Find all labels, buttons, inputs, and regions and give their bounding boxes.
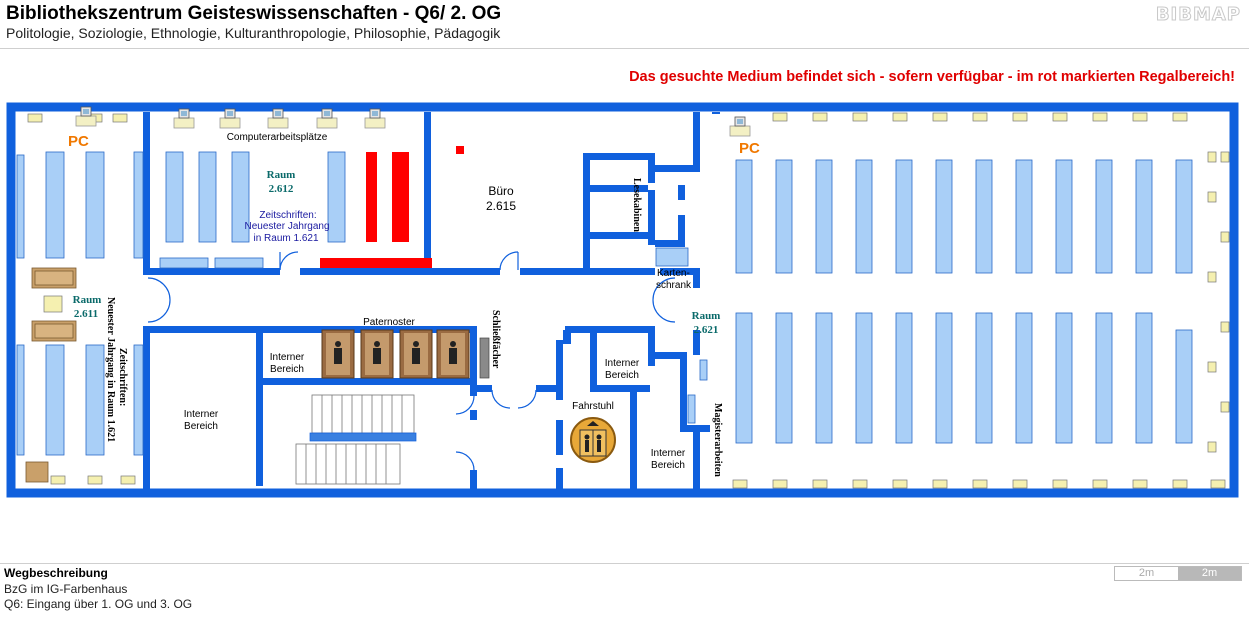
room-2612-pc-icons[interactable]	[173, 108, 386, 129]
interner-bereich-3b: Bereich	[605, 370, 639, 381]
vertical-zeitschriften-label-2: Neuester Jahrgang in Raum 1.621	[105, 297, 116, 442]
scale-bar: 2m 2m	[1114, 566, 1242, 581]
interner-bereich-1b: Bereich	[270, 364, 304, 375]
magistrarbeiten-label: Magisterarbeiten	[712, 403, 723, 477]
left-room-shelves	[16, 151, 144, 456]
computer-workstations-label: Computerarbeitsplätze	[227, 132, 328, 143]
paternoster-label: Paternoster	[363, 317, 415, 328]
interner-bereich-4a: Interner	[651, 448, 686, 459]
pc-label-right: PC	[739, 140, 760, 157]
header-divider	[0, 48, 1249, 49]
interner-bereich-4b: Bereich	[651, 460, 685, 471]
room-2612-shelves	[159, 151, 346, 269]
vertical-zeitschriften-label-1: Zeitschriften:	[117, 348, 128, 406]
room-2611-label-a: Raum	[73, 294, 102, 306]
zeitschriften-label-3: in Raum 1.621	[253, 233, 318, 244]
room-2612-label-a: Raum	[267, 169, 296, 181]
floor-plan-map: PC PC Computerarbeitsplätze Raum 2.612 Z…	[6, 102, 1239, 498]
stair-landing	[309, 432, 417, 442]
room-2612-label-b: 2.612	[269, 183, 294, 195]
interner-bereich-2a: Interner	[184, 409, 219, 420]
pc-label-left: PC	[68, 133, 89, 150]
interior-walls	[143, 112, 720, 492]
directions-line-2: Q6: Eingang über 1. OG und 3. OG	[4, 597, 193, 611]
footer-divider	[0, 563, 1249, 564]
page-title: Bibliothekszentrum Geisteswissenschaften…	[6, 3, 502, 24]
zeitschriften-label-2: Neuester Jahrgang	[244, 221, 329, 232]
interner-bereich-1a: Interner	[270, 352, 305, 363]
zeitschriften-label-1: Zeitschriften:	[259, 210, 316, 221]
fahrstuhl-label: Fahrstuhl	[572, 401, 614, 412]
bibmap-logo[interactable]: BIBMAP	[1155, 4, 1241, 26]
left-room-furniture	[25, 267, 77, 483]
lockers	[479, 337, 490, 379]
room-2621-bottom-shelves	[687, 312, 1193, 444]
interner-bereich-2b: Bereich	[184, 421, 218, 432]
room-2621-bottom-seats	[732, 479, 1226, 489]
red-shelf-notice: Das gesuchte Medium befindet sich - sofe…	[629, 69, 1235, 85]
elevator-icon[interactable]	[570, 417, 616, 463]
red-marker	[456, 146, 464, 154]
buero-label-b: 2.615	[486, 199, 516, 213]
paternoster-cabins	[321, 329, 470, 379]
highlighted-shelves	[320, 152, 432, 268]
room-2621-pc-icon[interactable]	[729, 116, 751, 137]
interner-bereich-3a: Interner	[605, 358, 640, 369]
buero-label-a: Büro	[488, 184, 514, 198]
page-subtitle: Politologie, Soziologie, Ethnologie, Kul…	[6, 25, 501, 41]
kartenschrank-label-2: schrank	[656, 280, 692, 291]
directions-line-1: BzG im IG-Farbenhaus	[4, 582, 128, 596]
outer-wall	[6, 102, 1239, 498]
map-labels: PC PC Computerarbeitsplätze Raum 2.612 Z…	[68, 132, 760, 477]
kartenschrank-cabinet	[655, 247, 689, 267]
lesekabinen-label: Lesekabinen	[631, 178, 642, 232]
left-room-table	[43, 295, 63, 313]
room-2611-label-b: 2.611	[74, 308, 98, 320]
schliessfaecher-label: Schließfächer	[490, 310, 501, 369]
scale-segment-a: 2m	[1115, 567, 1178, 580]
room-2621-top-shelves	[735, 159, 1193, 274]
kartenschrank-label-1: Karten-	[657, 268, 690, 279]
room-2621-right-seats	[1207, 151, 1230, 453]
room-2621-label-b: 2.621	[694, 324, 719, 336]
room-2621-label-a: Raum	[692, 310, 721, 322]
door-swings	[147, 251, 676, 471]
directions-title: Wegbeschreibung	[4, 566, 108, 580]
scale-segment-b: 2m	[1178, 567, 1241, 580]
room-2621-top-seats	[772, 112, 1188, 122]
